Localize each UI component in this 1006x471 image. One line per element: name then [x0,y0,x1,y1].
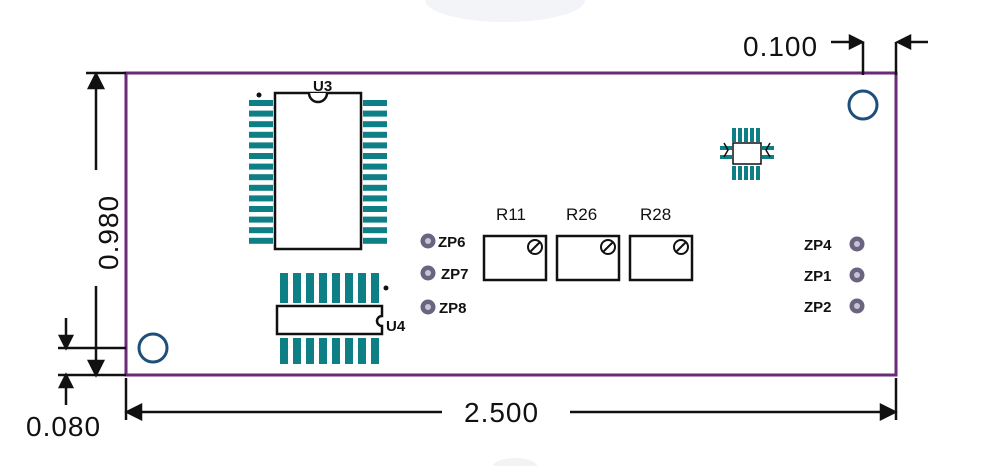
r11-adjust [527,239,543,255]
resistor-r11: R11 [482,205,548,282]
u3-pad [249,121,273,128]
r26-label: R26 [566,205,597,224]
test-point-zp8: ZP8 [420,299,467,317]
u4-pad [332,338,340,364]
r28-label: R28 [640,205,671,224]
r26-adjust [600,239,616,255]
u3-pad [363,121,387,128]
u3-chip: U3 [249,78,387,251]
u3-pad [249,131,273,138]
dim-hole-offset-arrows [57,318,75,405]
r28-body [628,234,694,282]
zp8-label: ZP8 [439,300,467,317]
zp6-label: ZP6 [438,234,466,251]
u4-pad [345,273,353,303]
test-point-zp2: ZP2 [804,298,865,316]
u3-pad [249,195,273,202]
u4-body [275,304,384,336]
u4-pad [293,273,301,303]
u4-pad [293,338,301,364]
u3-pad [363,153,387,159]
u3-body [273,91,363,251]
zp4-label: ZP4 [804,237,832,254]
test-point-zp4: ZP4 [804,236,865,254]
u3-pad [363,131,387,138]
u4-label: U4 [386,318,406,335]
u3-pad [363,142,387,149]
resistor-r26: R26 [555,205,621,282]
u4-pad [332,273,340,303]
u4-pin1-dot [383,285,389,291]
u3-pad [363,163,387,170]
u3-pad [249,100,273,106]
dim-hole-offset-label: 0.080 [26,411,101,442]
r11-label: R11 [496,205,526,224]
resistor-r28: R28 [628,205,694,282]
u3-pad [363,206,387,212]
test-point-zp7: ZP7 [420,265,469,283]
u4-chip: U4 [275,273,406,364]
small-component [720,128,774,180]
mounting-hole-top-right [847,89,879,121]
dim-width-arrows [124,378,898,422]
u3-pad [249,184,273,191]
u3-pads-right [363,100,387,244]
u4-pad [306,338,314,364]
u3-pad [363,174,387,181]
zp2-label: ZP2 [804,299,832,316]
u3-pad [363,216,387,223]
u3-pad [249,153,273,159]
u4-pads-bottom [280,338,379,364]
dim-height-label: 0.980 [93,195,124,270]
u4-pad [345,338,353,364]
u3-pad [249,206,273,212]
board-outline [124,71,898,377]
u3-pad [363,237,387,244]
u3-pad [249,163,273,170]
u4-pad [371,273,379,303]
test-point-zp1: ZP1 [804,267,865,285]
u4-pad [280,338,288,364]
u3-pad [363,227,387,234]
mounting-hole-bottom-left [137,332,169,364]
u3-pad [249,227,273,234]
dim-edge-offset-label: 0.100 [743,31,818,62]
u4-pad [319,338,327,364]
u3-pad [249,110,273,117]
u3-pads-left [249,100,273,244]
u3-pad [249,142,273,149]
test-point-zp6: ZP6 [420,233,466,251]
u3-pad [363,100,387,106]
u4-pad [319,273,327,303]
u3-pad [249,216,273,223]
u3-pad [249,174,273,181]
u4-pad [358,273,366,303]
r28-adjust [673,239,689,255]
background-shape [425,0,585,22]
background-shape [493,458,537,471]
zp7-label: ZP7 [441,266,469,283]
u4-pad [358,338,366,364]
u4-pads-top [280,273,379,303]
u4-pad [280,273,288,303]
u3-pad [363,195,387,202]
u4-pad [371,338,379,364]
u3-notch [307,92,329,104]
dim-width-label: 2.500 [464,397,539,428]
u4-pad [306,273,314,303]
r26-body [555,234,621,282]
u3-pad [363,184,387,191]
zp1-label: ZP1 [804,268,832,285]
u3-pad [249,237,273,244]
dim-edge-offset-arrows [831,33,928,75]
u3-pad [363,110,387,117]
u3-pin1-dot [256,92,262,98]
dim-height-arrows [58,71,126,378]
r11-body [482,234,548,282]
u3-label: U3 [313,78,332,95]
